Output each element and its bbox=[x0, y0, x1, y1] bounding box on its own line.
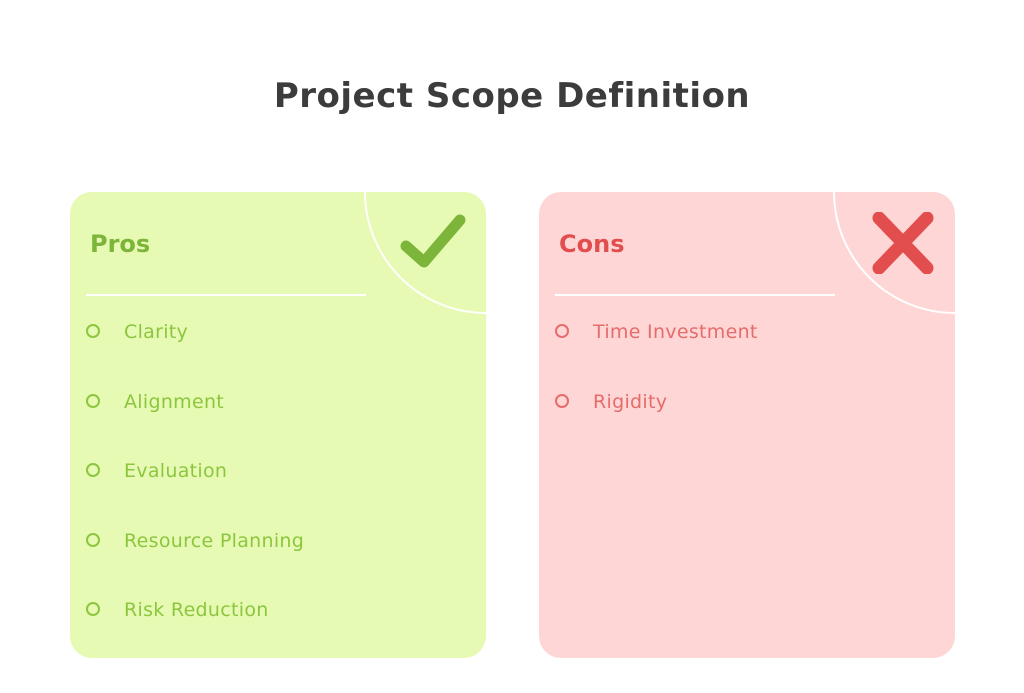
cons-divider bbox=[555, 294, 835, 296]
pros-item-label: Clarity bbox=[124, 321, 189, 343]
cross-icon bbox=[872, 212, 934, 274]
cons-item-label: Rigidity bbox=[593, 390, 668, 413]
circle-bullet-icon bbox=[86, 532, 100, 547]
pros-list-item: Risk Reduction bbox=[86, 596, 304, 624]
pros-item-label: Resource Planning bbox=[124, 529, 305, 552]
circle-bullet-icon bbox=[86, 602, 100, 616]
cons-list: Time Investment Rigidity bbox=[555, 318, 758, 457]
circle-bullet-icon bbox=[86, 324, 100, 338]
pros-heading: Pros bbox=[90, 230, 151, 258]
pros-list-item: Resource Planning bbox=[86, 527, 304, 555]
pros-item-label: Risk Reduction bbox=[124, 599, 269, 621]
circle-bullet-icon bbox=[555, 393, 569, 408]
cons-item-label: Time Investment bbox=[593, 321, 758, 343]
cons-list-item: Rigidity bbox=[555, 388, 758, 416]
checkmark-icon bbox=[400, 214, 466, 268]
cons-heading: Cons bbox=[559, 230, 625, 258]
pros-card: Pros Clarity Alignment Evaluation Resour… bbox=[70, 192, 486, 658]
cons-list-item: Time Investment bbox=[555, 318, 758, 346]
page-title: Project Scope Definition bbox=[273, 76, 751, 116]
pros-item-label: Alignment bbox=[124, 390, 225, 413]
pros-list-item: Clarity bbox=[86, 318, 304, 346]
pros-list: Clarity Alignment Evaluation Resource Pl… bbox=[86, 318, 304, 658]
circle-bullet-icon bbox=[86, 463, 100, 477]
pros-divider bbox=[86, 294, 366, 296]
circle-bullet-icon bbox=[555, 324, 569, 338]
pros-item-label: Evaluation bbox=[124, 460, 228, 482]
pros-list-item: Evaluation bbox=[86, 457, 304, 485]
circle-bullet-icon bbox=[86, 393, 100, 408]
cons-card: Cons Time Investment Rigidity bbox=[539, 192, 955, 658]
pros-list-item: Alignment bbox=[86, 388, 304, 416]
